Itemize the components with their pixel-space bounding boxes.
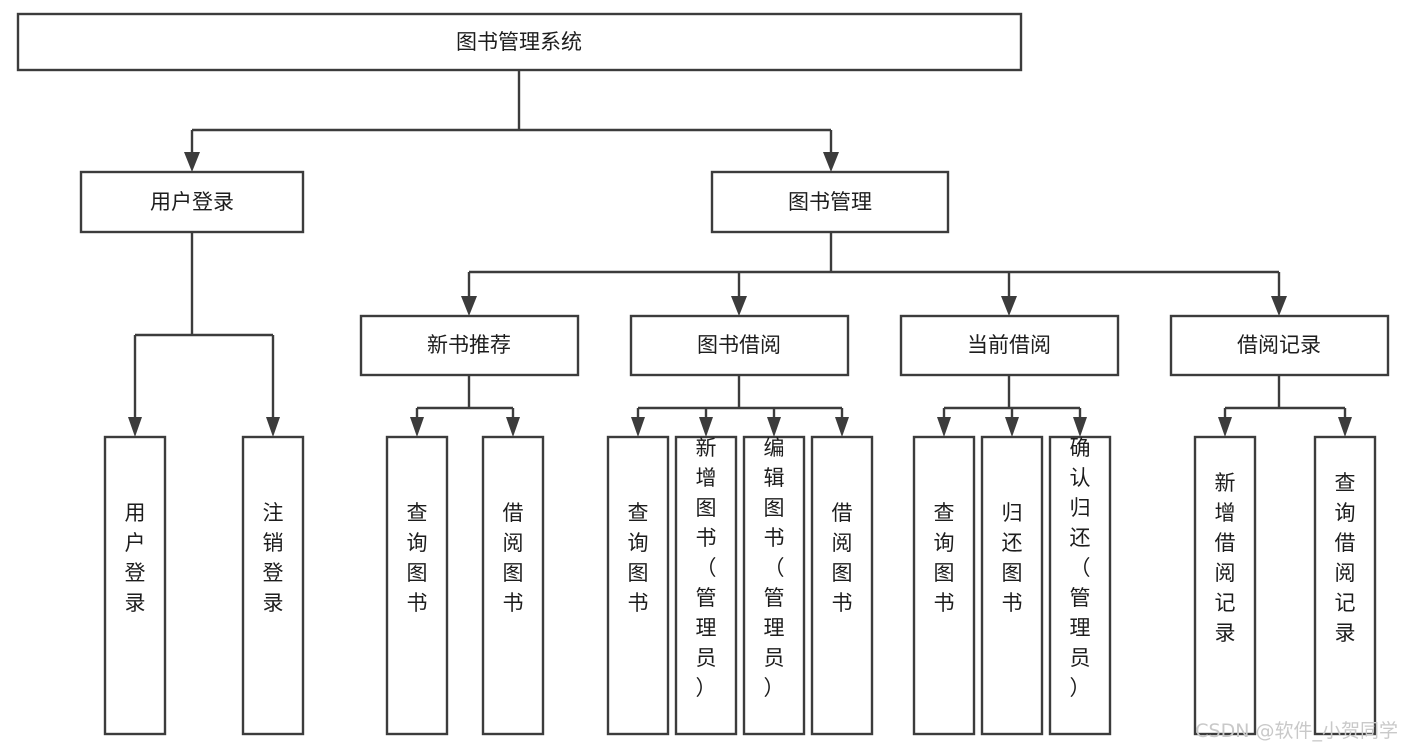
leaf-query-book-current-box — [912, 435, 976, 736]
arrow-to-leaf-borrow-book-2 — [835, 417, 849, 437]
node-root-book-management-system[interactable]: 图书管理系统 — [16, 12, 1023, 72]
leaf-logout[interactable]: 注销登录 — [241, 435, 305, 736]
arrow-to-leaf-borrow-book-1 — [506, 417, 520, 437]
leaf-query-book-borrow-box — [606, 435, 670, 736]
node-book-borrow[interactable]: 图书借阅 — [629, 314, 850, 377]
arrow-to-leaf-query-book-2 — [631, 417, 645, 437]
arrow-to-leaf-query-book-1 — [410, 417, 424, 437]
node-book-borrow-box — [629, 314, 850, 377]
leaf-query-book-recommend-box — [385, 435, 449, 736]
leaf-user-login-label: 用户登录 — [125, 501, 146, 615]
node-borrow-record-box — [1169, 314, 1390, 377]
leaf-return-book-label: 归还图书 — [1002, 501, 1023, 615]
arrow-to-leaf-logout — [266, 417, 280, 437]
arrow-to-leaf-confirm-return — [1073, 417, 1087, 437]
node-new-book-recommend[interactable]: 新书推荐 — [359, 314, 580, 377]
leaf-add-book-admin-box — [674, 435, 738, 736]
leaf-borrow-book-borrow[interactable]: 借阅图书 — [810, 435, 874, 736]
connector-layer — [128, 70, 1352, 437]
leaf-borrow-book-recommend-box — [481, 435, 545, 736]
node-root-box — [16, 12, 1023, 72]
arrow-to-borrow-record — [1271, 296, 1287, 316]
arrow-to-leaf-query-book-3 — [937, 417, 951, 437]
leaf-edit-book-admin[interactable]: 编辑图书（管理员） — [742, 435, 806, 736]
node-book-management[interactable]: 图书管理 — [710, 170, 950, 234]
arrow-to-current-borrow — [1001, 296, 1017, 316]
arrow-to-leaf-add-book — [699, 417, 713, 437]
arrow-to-user-login — [184, 152, 200, 172]
leaf-query-borrow-record-box — [1313, 435, 1377, 736]
node-user-login[interactable]: 用户登录 — [79, 170, 305, 234]
leaf-query-book-borrow-label: 查询图书 — [628, 501, 649, 615]
leaf-confirm-return-admin-label: 确认归还（管理员） — [1070, 436, 1091, 700]
node-book-borrow-label: 图书借阅 — [697, 333, 781, 357]
arrow-to-leaf-add-record — [1218, 417, 1232, 437]
leaf-query-book-borrow[interactable]: 查询图书 — [606, 435, 670, 736]
leaf-logout-label: 注销登录 — [263, 501, 284, 615]
leaf-query-book-current-label: 查询图书 — [934, 501, 955, 615]
leaf-borrow-book-borrow-label: 借阅图书 — [832, 501, 853, 615]
leaf-logout-box — [241, 435, 305, 736]
node-borrow-record-label: 借阅记录 — [1237, 333, 1321, 357]
leaf-query-book-recommend[interactable]: 查询图书 — [385, 435, 449, 736]
leaf-return-book-box — [980, 435, 1044, 736]
node-user-login-label: 用户登录 — [150, 190, 234, 214]
leaf-add-borrow-record-box — [1193, 435, 1257, 736]
leaf-add-borrow-record-label: 新增借阅记录 — [1215, 471, 1236, 645]
node-book-management-label: 图书管理 — [788, 190, 872, 214]
leaf-query-book-current[interactable]: 查询图书 — [912, 435, 976, 736]
arrow-to-leaf-edit-book — [767, 417, 781, 437]
node-root-label: 图书管理系统 — [456, 30, 582, 54]
arrow-to-leaf-query-record — [1338, 417, 1352, 437]
leaf-confirm-return-admin[interactable]: 确认归还（管理员） — [1048, 435, 1112, 736]
leaf-edit-book-admin-label: 编辑图书（管理员） — [764, 436, 785, 700]
node-book-management-box — [710, 170, 950, 234]
node-borrow-record[interactable]: 借阅记录 — [1169, 314, 1390, 377]
node-current-borrow-box — [899, 314, 1120, 377]
leaf-add-book-admin[interactable]: 新增图书（管理员） — [674, 435, 738, 736]
leaf-query-borrow-record-label: 查询借阅记录 — [1335, 471, 1356, 645]
node-new-book-recommend-box — [359, 314, 580, 377]
leaf-edit-book-admin-box — [742, 435, 806, 736]
leaf-add-borrow-record[interactable]: 新增借阅记录 — [1193, 435, 1257, 736]
watermark-label: CSDN @软件_小贺同学 — [1195, 720, 1398, 742]
node-new-book-recommend-label: 新书推荐 — [427, 333, 511, 357]
arrow-to-new-book — [461, 296, 477, 316]
leaf-user-login-box — [103, 435, 167, 736]
leaf-query-book-recommend-label: 查询图书 — [407, 501, 428, 615]
leaf-query-borrow-record[interactable]: 查询借阅记录 — [1313, 435, 1377, 736]
leaf-borrow-book-borrow-box — [810, 435, 874, 736]
node-current-borrow-label: 当前借阅 — [967, 333, 1051, 357]
arrow-to-book-manage — [823, 152, 839, 172]
arrow-to-leaf-user-login — [128, 417, 142, 437]
leaf-borrow-book-recommend-label: 借阅图书 — [503, 501, 524, 615]
leaf-confirm-return-admin-box — [1048, 435, 1112, 736]
node-user-login-box — [79, 170, 305, 234]
leaf-add-book-admin-label: 新增图书（管理员） — [696, 436, 717, 700]
arrow-to-leaf-return-book — [1005, 417, 1019, 437]
leaf-borrow-book-recommend[interactable]: 借阅图书 — [481, 435, 545, 736]
arrow-to-book-borrow — [731, 296, 747, 316]
leaf-return-book[interactable]: 归还图书 — [980, 435, 1044, 736]
node-current-borrow[interactable]: 当前借阅 — [899, 314, 1120, 377]
leaf-user-login[interactable]: 用户登录 — [103, 435, 167, 736]
